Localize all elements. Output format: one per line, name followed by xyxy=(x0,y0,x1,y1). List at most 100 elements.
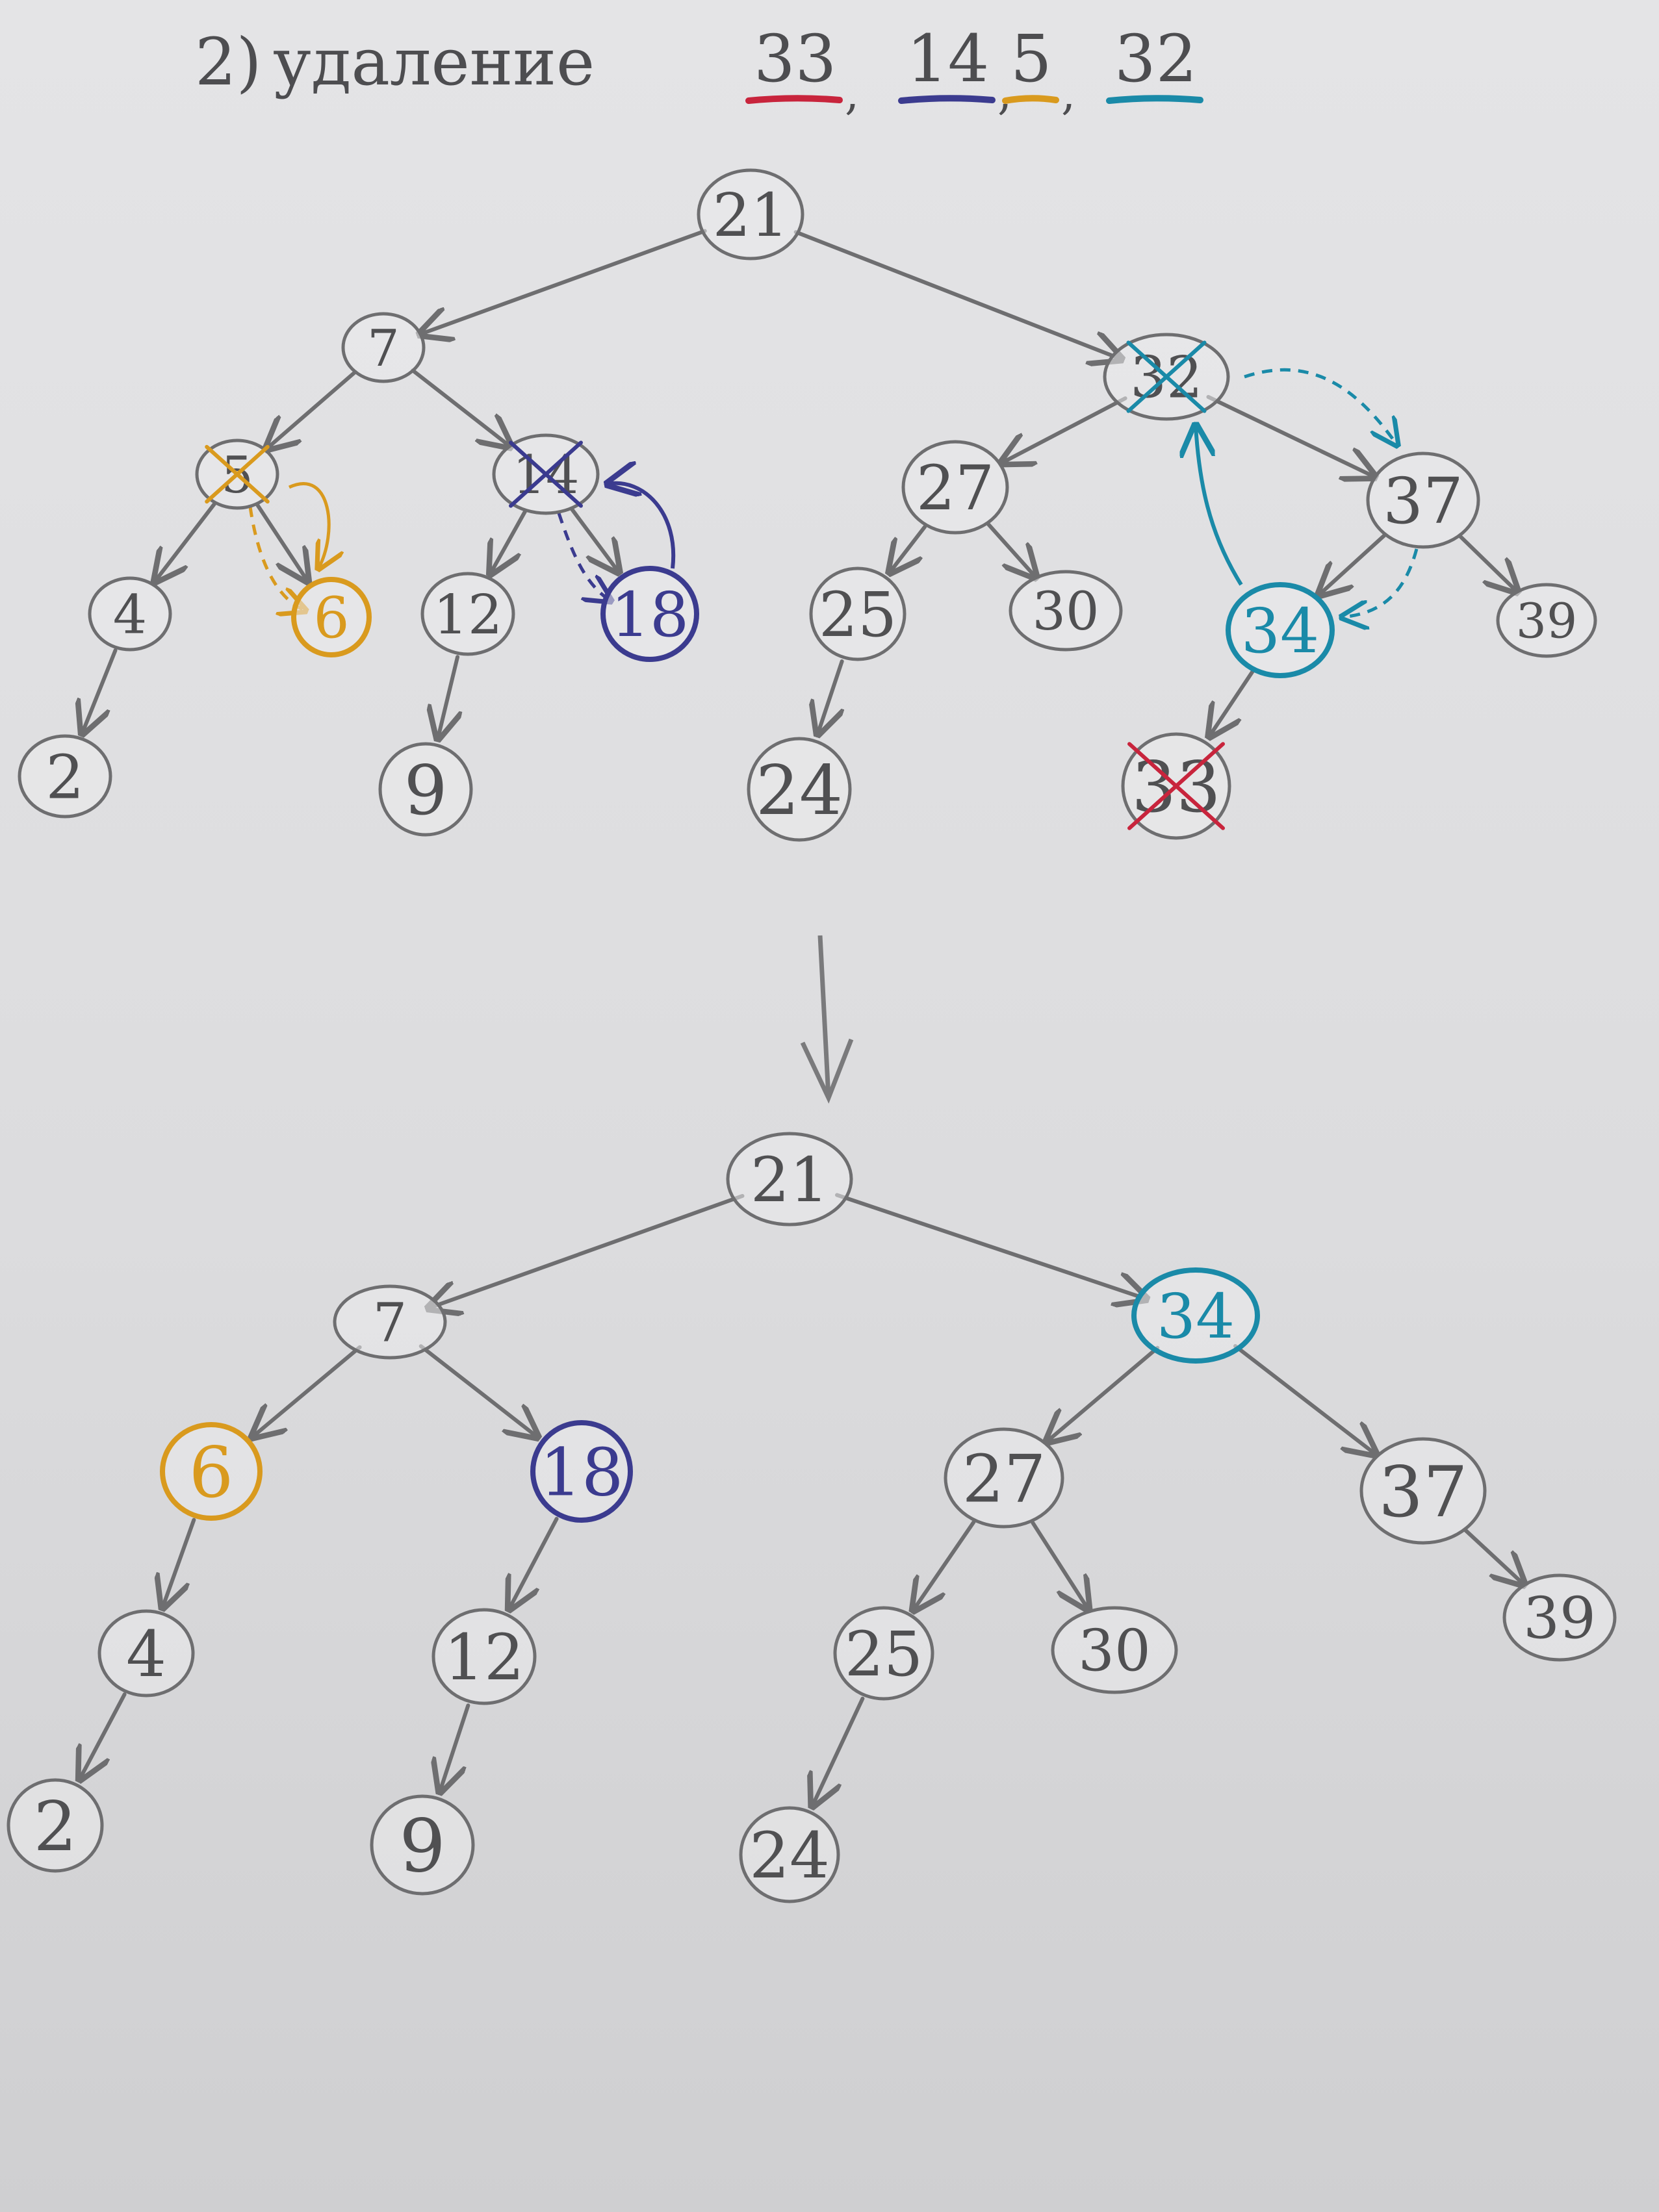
tree-edge xyxy=(834,1193,1146,1299)
tree-node-6: 6 xyxy=(160,1422,263,1521)
node-label: 18 xyxy=(611,579,689,651)
tree-edge xyxy=(82,648,118,733)
sequence-separator: , xyxy=(845,67,859,120)
node-label: 6 xyxy=(313,585,349,651)
node-label: 37 xyxy=(1383,464,1463,538)
tree-edge xyxy=(890,525,927,572)
node-label: 21 xyxy=(751,1145,829,1216)
tree-edge xyxy=(440,1703,470,1792)
navy-move-arrow xyxy=(608,483,676,569)
node-label: 37 xyxy=(1378,1452,1467,1533)
node-label: 9 xyxy=(404,751,448,830)
tree-node-9: 9 xyxy=(378,742,473,837)
tree-node-25: 25 xyxy=(809,566,907,661)
cross-out-mark xyxy=(1127,742,1225,830)
tree-edge xyxy=(80,1692,127,1779)
node-label: 25 xyxy=(845,1619,923,1690)
node-circle xyxy=(697,168,804,261)
tree-node-21: 21 xyxy=(697,168,804,261)
tree-edge xyxy=(1047,1345,1160,1442)
node-circle xyxy=(600,566,699,662)
tree-edge xyxy=(491,509,527,574)
tree-edge xyxy=(793,230,1122,359)
tree-edge xyxy=(438,655,457,738)
sequence-underline-2 xyxy=(1002,95,1059,104)
node-label: 27 xyxy=(962,1440,1046,1517)
node-circle xyxy=(18,734,112,819)
tree-node-27: 27 xyxy=(901,440,1009,535)
node-circle xyxy=(370,1794,475,1896)
node-circle xyxy=(1366,451,1480,549)
deletion-sequence: 33,14,5,32 xyxy=(745,21,1203,120)
tree-node-7: 7 xyxy=(341,312,426,383)
node-label: 30 xyxy=(1078,1618,1151,1684)
node-circle xyxy=(1131,1267,1260,1364)
tree-node-34: 34 xyxy=(1131,1267,1260,1364)
node-label: 24 xyxy=(749,1819,830,1892)
node-label: 27 xyxy=(916,453,994,524)
node-circle xyxy=(333,1284,447,1360)
tree-edge xyxy=(162,1518,196,1608)
node-circle xyxy=(6,1778,104,1873)
title-word: удаление xyxy=(273,24,595,100)
sequence-item-2: 5 xyxy=(1010,21,1052,97)
title-prefix: 2) xyxy=(195,24,262,100)
tree-node-12: 12 xyxy=(420,572,515,656)
node-circle xyxy=(88,576,172,652)
tree-edge xyxy=(914,1520,976,1610)
node-label: 18 xyxy=(540,1434,624,1510)
tree-node-33: 33 xyxy=(1121,732,1231,840)
cross-out-mark xyxy=(1126,340,1207,413)
sequence-separator: , xyxy=(997,67,1012,120)
node-label: 39 xyxy=(1516,593,1577,650)
sequence-item-0: 33 xyxy=(754,21,836,97)
tree-node-9: 9 xyxy=(370,1794,475,1896)
node-label: 4 xyxy=(126,1617,166,1691)
node-circle xyxy=(378,742,473,837)
tree-node-5: 5 xyxy=(195,439,279,510)
node-circle xyxy=(726,1132,853,1227)
sequence-underline-1 xyxy=(898,95,996,104)
node-label: 21 xyxy=(713,181,789,250)
tree-edge xyxy=(1319,533,1387,595)
tree-edge xyxy=(817,659,842,734)
tree-edge xyxy=(1463,1527,1524,1584)
tree-edge xyxy=(266,370,357,448)
tree-node-2: 2 xyxy=(18,734,112,819)
node-circle xyxy=(1359,1437,1487,1545)
node-circle xyxy=(747,737,852,842)
tree-node-12: 12 xyxy=(431,1608,537,1705)
node-label: 12 xyxy=(433,583,503,646)
node-circle xyxy=(431,1608,537,1705)
tree-edge xyxy=(429,1193,745,1308)
node-label: 25 xyxy=(819,579,897,651)
node-circle xyxy=(530,1420,633,1523)
node-circle xyxy=(944,1427,1064,1529)
node-circle xyxy=(1496,583,1597,658)
node-circle xyxy=(901,440,1009,535)
node-circle xyxy=(833,1606,934,1701)
tree-edge xyxy=(155,502,217,581)
node-circle xyxy=(97,1609,195,1697)
node-label: 4 xyxy=(113,584,148,646)
node-label: 7 xyxy=(367,320,400,378)
node-label: 2 xyxy=(34,1787,77,1866)
title: 2) удаление 33,14,5,32 xyxy=(195,21,1203,120)
tree-node-24: 24 xyxy=(747,737,852,842)
tree-edge xyxy=(986,522,1036,577)
node-circle xyxy=(1051,1606,1178,1694)
transition-arrow xyxy=(800,935,854,1104)
tree-node-6: 6 xyxy=(291,577,372,657)
tree-edge xyxy=(1031,1521,1088,1609)
node-circle xyxy=(341,312,426,383)
tree-edge xyxy=(418,1344,537,1437)
tree-edge xyxy=(569,506,619,572)
tree-node-18: 18 xyxy=(530,1420,633,1523)
node-circle xyxy=(1502,1573,1617,1662)
tree-node-37: 37 xyxy=(1359,1437,1487,1545)
tree-node-30: 30 xyxy=(1009,570,1123,652)
tree-node-30: 30 xyxy=(1051,1606,1178,1694)
node-circle xyxy=(1226,582,1335,678)
